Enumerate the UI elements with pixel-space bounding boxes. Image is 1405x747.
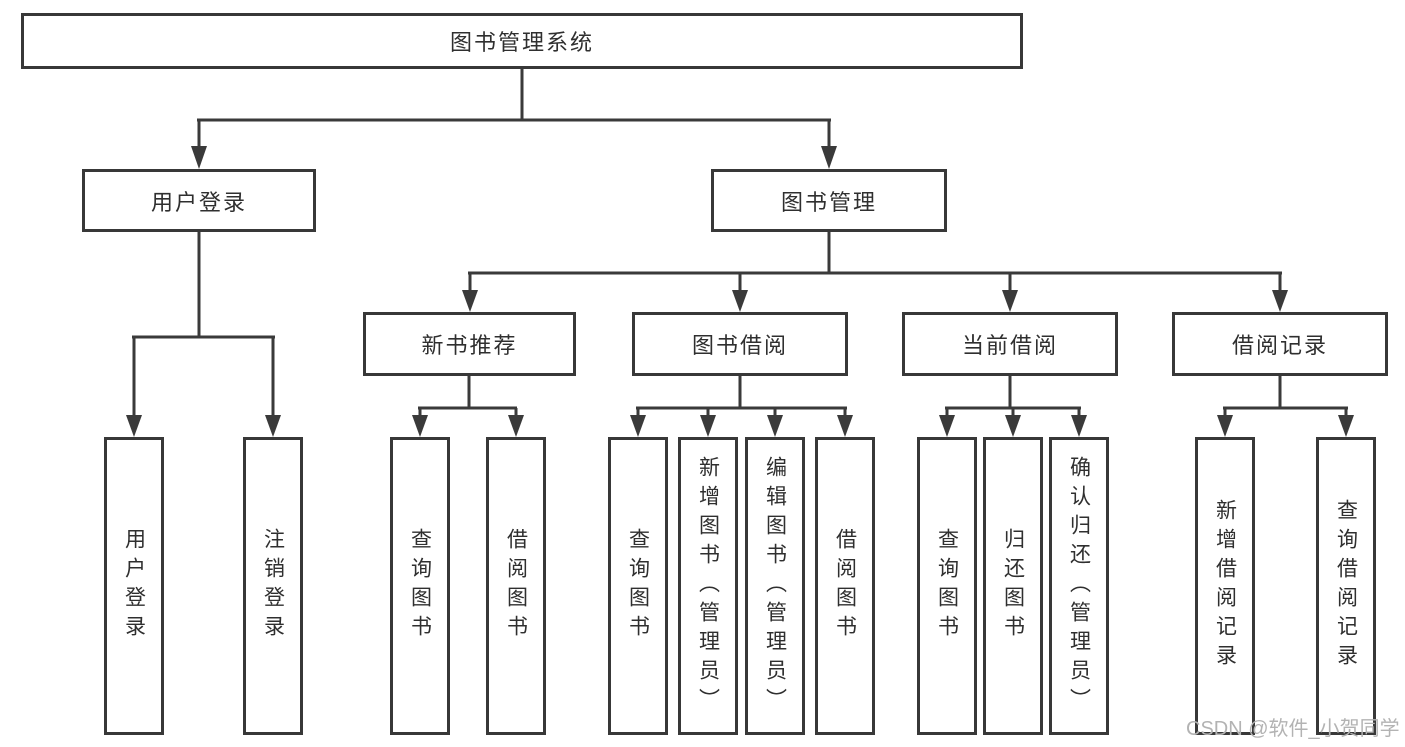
- node-add-books-admin: 新增图书（管理员）: [678, 437, 738, 735]
- node-label: 图书管理: [780, 189, 877, 215]
- node-query-books-1: 查询图书: [390, 437, 450, 735]
- node-label: 确认归还（管理员）: [1067, 455, 1091, 717]
- node-book-borrowing: 图书借阅: [632, 312, 848, 376]
- node-label: 当前借阅: [961, 333, 1058, 358]
- node-label: 图书管理系统: [449, 30, 594, 55]
- node-borrow-books-1: 借阅图书: [486, 437, 546, 735]
- node-label: 编辑图书（管理员）: [763, 455, 787, 717]
- node-label: 新增图书（管理员）: [696, 455, 720, 717]
- node-query-books-2: 查询图书: [608, 437, 668, 735]
- node-label: 注销登录: [261, 528, 285, 644]
- node-current-borrowing: 当前借阅: [902, 312, 1118, 376]
- node-label: 借阅图书: [504, 528, 528, 644]
- node-label: 归还图书: [1001, 528, 1025, 644]
- node-query-books-3: 查询图书: [917, 437, 977, 735]
- node-confirm-return-admin: 确认归还（管理员）: [1049, 437, 1109, 735]
- node-label: 图书借阅: [691, 333, 788, 358]
- node-query-borrow-record: 查询借阅记录: [1316, 437, 1376, 735]
- node-label: 用户登录: [122, 528, 146, 644]
- node-user-login-group: 用户登录: [82, 169, 316, 232]
- csdn-watermark: CSDN @软件_小贺同学: [1186, 718, 1400, 740]
- node-label: 查询借阅记录: [1334, 499, 1358, 673]
- node-label: 新增借阅记录: [1213, 499, 1237, 673]
- node-label: 借阅记录: [1231, 333, 1328, 358]
- node-book-management: 图书管理: [711, 169, 947, 232]
- node-return-books: 归还图书: [983, 437, 1043, 735]
- node-label: 用户登录: [150, 189, 247, 215]
- node-edit-books-admin: 编辑图书（管理员）: [745, 437, 805, 735]
- node-label: 查询图书: [935, 528, 959, 644]
- node-label: 查询图书: [408, 528, 432, 644]
- node-label: 查询图书: [626, 528, 650, 644]
- node-user-login: 用户登录: [104, 437, 164, 735]
- node-new-book-recommendation: 新书推荐: [363, 312, 576, 376]
- node-borrowing-records: 借阅记录: [1172, 312, 1388, 376]
- node-label: 借阅图书: [833, 528, 857, 644]
- node-add-borrow-record: 新增借阅记录: [1195, 437, 1255, 735]
- node-logout: 注销登录: [243, 437, 303, 735]
- node-label: 新书推荐: [421, 333, 518, 358]
- node-borrow-books-2: 借阅图书: [815, 437, 875, 735]
- node-library-management-system: 图书管理系统: [21, 13, 1023, 69]
